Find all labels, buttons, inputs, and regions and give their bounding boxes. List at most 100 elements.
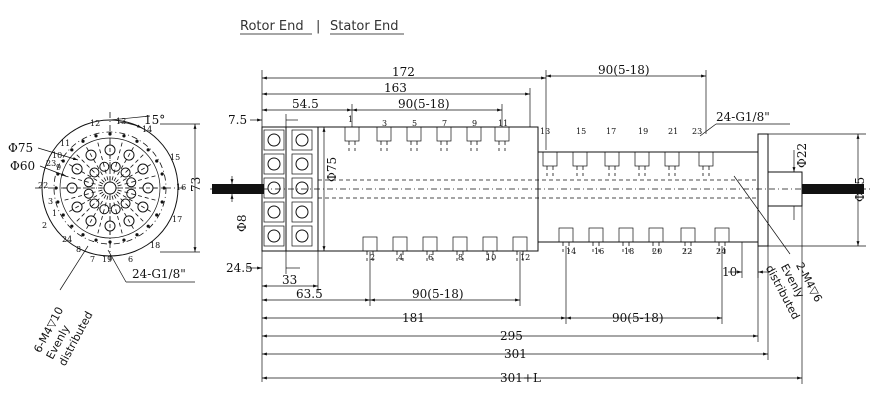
end-view-ring-dot [70, 148, 74, 152]
side-port-20: 20 [652, 247, 662, 256]
side-port-1: 1 [348, 115, 353, 124]
top-port-fitting [494, 126, 510, 142]
end-view-ring-dot [155, 159, 159, 163]
rotor-hole-frame [263, 153, 285, 175]
end-view-ring-dot [54, 186, 58, 190]
rotor-hole-frame [291, 201, 313, 223]
end-port-8: 8 [76, 245, 81, 254]
stator-end-label: Stator End [330, 19, 399, 34]
end-port-3: 3 [48, 197, 53, 206]
end-view-ring-dot [61, 159, 65, 163]
dim-90-lower-right: 90(5-18) [612, 311, 664, 325]
end-view-ring-dot [70, 224, 74, 228]
side-port-18: 18 [624, 247, 634, 256]
end-view-ring-dot [135, 233, 139, 237]
side-port-spec: 24-G1/8" [716, 110, 770, 124]
end-port-14: 14 [142, 125, 152, 134]
end-port-2: 2 [42, 221, 47, 230]
rotor-flange-hole [295, 229, 309, 243]
view-header: Rotor End | Stator End [240, 19, 404, 35]
dim-90-upper-left: 90(5-18) [398, 97, 450, 111]
rotor-flange-hole [295, 157, 309, 171]
upper-dimensions: 172 163 90(5-18) 54.5 90(5-18) 7.5 24-G1… [228, 63, 790, 150]
bottom-port-fitting [482, 236, 498, 252]
end-port-spec: 24-G1/8" [132, 267, 186, 281]
rotor-hole-frame [263, 177, 285, 199]
top-port-fitting [344, 126, 360, 142]
end-view-ring-dot [81, 139, 85, 143]
stator-shaft [802, 184, 864, 194]
end-view-ring-dot [146, 148, 150, 152]
end-view-inner-port-hole [83, 188, 94, 199]
side-view: 1 3 5 7 9 11 13 15 17 19 21 23 2 4 6 8 1… [210, 63, 870, 385]
top-port-fittings [344, 126, 714, 176]
end-dia-inner-label: Φ60 [10, 159, 35, 173]
end-port-22: 22 [38, 181, 48, 190]
end-view-ring-dot [94, 134, 98, 138]
side-port-16: 16 [594, 247, 604, 256]
top-port-fitting [664, 151, 680, 167]
rotor-flange-hole [267, 205, 281, 219]
dim-33: 33 [282, 273, 297, 287]
rotor-flange-hole [267, 133, 281, 147]
side-port-23: 23 [692, 127, 702, 136]
bottom-port-fitting [392, 236, 408, 252]
side-port-12: 12 [520, 253, 530, 262]
side-port-8: 8 [458, 253, 463, 262]
end-port-13: 13 [116, 117, 126, 126]
end-port-16: 16 [176, 183, 186, 192]
bottom-port-numbers: 2 4 6 8 10 12 14 16 18 20 22 24 [370, 247, 726, 262]
rotor-hole-frame [291, 129, 313, 151]
side-port-6: 6 [428, 253, 433, 262]
end-port-15: 15 [170, 153, 180, 162]
dim-dia-8: Φ8 [235, 215, 249, 232]
dim-163: 163 [384, 81, 407, 95]
lower-dimensions: 24.5 33 63.5 90(5-18) 181 90(5-18) 10 2 [226, 194, 803, 385]
side-port-3: 3 [382, 119, 387, 128]
top-port-fitting [466, 126, 482, 142]
bottom-port-fitting [588, 227, 604, 243]
end-height-label: 73 [189, 177, 203, 192]
end-view-ring-dot [135, 139, 139, 143]
end-port-24: 24 [62, 235, 72, 244]
dim-90-lower-left: 90(5-18) [412, 287, 464, 301]
end-port-11: 11 [60, 139, 70, 148]
dim-181: 181 [402, 311, 425, 325]
diameter-dimensions: Φ75 Φ22 Φ65 Φ8 [230, 127, 867, 251]
end-angle-label: 15° [144, 113, 165, 127]
side-port-15: 15 [576, 127, 586, 136]
dim-172: 172 [392, 65, 415, 79]
end-port-17: 17 [172, 215, 182, 224]
end-view-ring-dot [155, 213, 159, 217]
bottom-port-fitting [362, 236, 378, 252]
top-port-fitting [406, 126, 422, 142]
end-port-18: 18 [150, 241, 160, 250]
side-port-17: 17 [606, 127, 616, 136]
end-view-shaft [103, 181, 117, 195]
bottom-port-fitting [512, 236, 528, 252]
side-port-4: 4 [398, 253, 403, 262]
bottom-port-fitting [648, 227, 664, 243]
top-port-fitting [572, 151, 588, 167]
dim-90-upper-right: 90(5-18) [598, 63, 650, 77]
bottom-port-fitting [422, 236, 438, 252]
rotor-flange-hole [295, 205, 309, 219]
side-port-7: 7 [442, 119, 447, 128]
rotor-hole-frame [263, 201, 285, 223]
side-port-14: 14 [566, 247, 576, 256]
side-port-13: 13 [540, 127, 550, 136]
rotor-end-label: Rotor End [240, 19, 304, 34]
side-port-11: 11 [498, 119, 508, 128]
end-port-9: 9 [56, 163, 61, 172]
dim-301: 301 [504, 347, 527, 361]
end-port-10: 10 [52, 151, 62, 160]
bottom-port-fittings [362, 227, 730, 261]
end-view-ring-dot [56, 200, 60, 204]
end-view-ring-dot [146, 224, 150, 228]
end-view-ring-dot [160, 200, 164, 204]
rotor-hole-frame [291, 177, 313, 199]
end-view: 12 13 14 11 10 9 23 22 3 2 1 24 15 16 17… [8, 112, 203, 368]
end-view-inner-port-hole [83, 177, 94, 188]
end-view-ring-dot [81, 233, 85, 237]
